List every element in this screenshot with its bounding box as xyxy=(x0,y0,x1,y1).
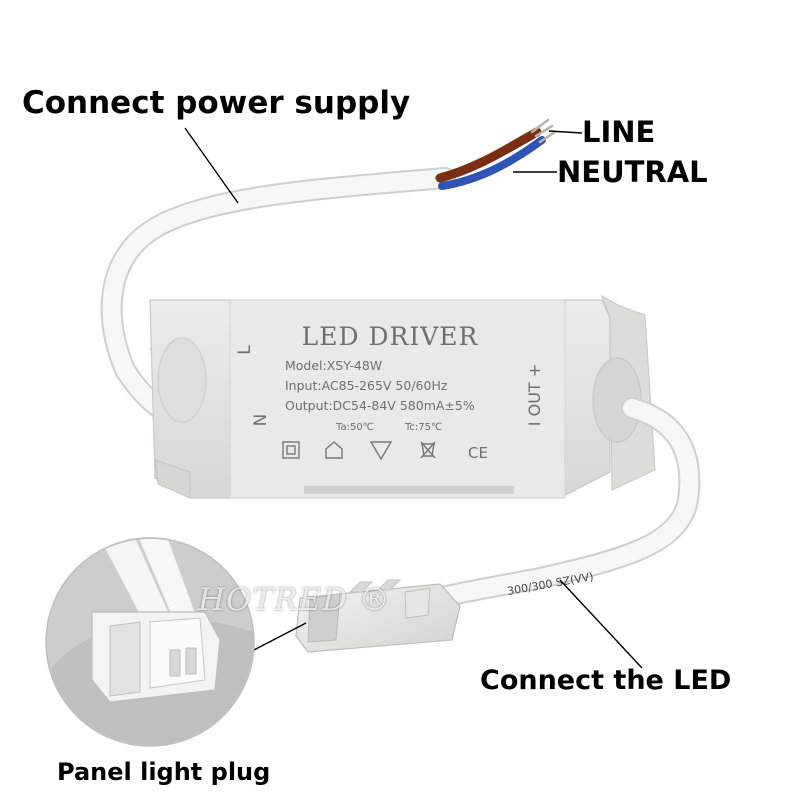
driver-model: Model:XSY-48W xyxy=(285,358,382,373)
output-connector xyxy=(295,579,461,653)
driver-ce: CE xyxy=(468,444,488,462)
driver-input: Input:AC85-265V 50/60Hz xyxy=(285,378,448,393)
input-cable-body xyxy=(102,169,454,419)
brand-watermark: HOTRED ® xyxy=(198,582,391,618)
connect-power-supply-label: Connect power supply xyxy=(22,85,411,121)
driver-ta: Ta:50℃ xyxy=(335,422,374,433)
line-callout-line xyxy=(548,130,583,134)
driver-tc: Tc:75℃ xyxy=(404,422,442,433)
blue-wire xyxy=(438,136,546,190)
power-callout-line xyxy=(184,127,239,204)
double-insulation-icon xyxy=(282,441,300,459)
copper-strands xyxy=(530,118,557,144)
connect-led-label: Connect the LED xyxy=(480,665,732,696)
weee-bin-icon xyxy=(420,441,436,459)
certification-icons xyxy=(282,441,436,461)
line-label: LINE xyxy=(582,115,656,149)
panel-plug-inset xyxy=(45,537,255,747)
panel-light-plug-label: Panel light plug xyxy=(57,758,271,786)
indoor-use-icon xyxy=(325,441,343,459)
output-cable-body xyxy=(421,399,699,609)
neutral-label: NEUTRAL xyxy=(557,155,708,189)
led-callout-line xyxy=(559,579,643,669)
driver-left-l: L xyxy=(235,345,255,355)
driver-left-n: N xyxy=(251,414,271,427)
driver-output: Output:DC54-84V 580mA±5% xyxy=(285,398,475,413)
panel-callout-line xyxy=(249,622,307,653)
brown-wire xyxy=(435,127,542,183)
driver-title: LED DRIVER xyxy=(302,322,479,351)
driver-casing xyxy=(149,294,656,499)
driver-right-out: I OUT + xyxy=(525,364,544,426)
f-mark-icon xyxy=(369,441,393,461)
